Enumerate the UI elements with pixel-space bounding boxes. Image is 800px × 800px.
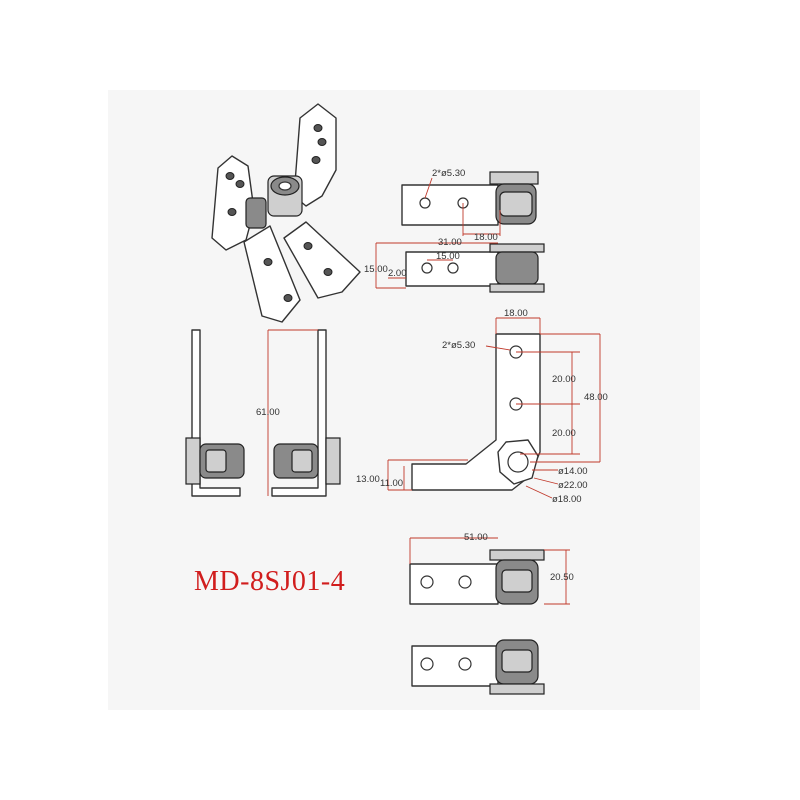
- dim-top-span: 18.00: [474, 232, 498, 243]
- dim-bottom-length: 51.00: [464, 532, 488, 543]
- dim-pivot-d2: ø22.00: [558, 480, 588, 491]
- dim-pivot-d1: ø14.00: [558, 466, 588, 477]
- top-view-2: [375, 242, 545, 293]
- dim-front-step: 11.00: [380, 478, 403, 489]
- front-view: [387, 317, 601, 499]
- dim-mid-pitch: 15.00: [436, 251, 460, 262]
- dim-front-holes: 2*ø5.30: [442, 340, 475, 351]
- top-view-1: [401, 171, 539, 236]
- dim-front-total: 48.00: [584, 392, 608, 403]
- dim-front-width: 18.00: [504, 308, 528, 319]
- dim-front-pitch-1: 20.00: [552, 374, 576, 385]
- dim-front-pitch-2: 20.00: [552, 428, 576, 439]
- dim-pivot-d3: ø18.00: [552, 494, 582, 505]
- dim-mid-offset: 2.00: [388, 268, 407, 279]
- dim-side-height: 61.00: [256, 407, 280, 418]
- dim-bottom-height: 20.50: [550, 572, 574, 583]
- dim-mid-height: 15.00: [364, 264, 388, 275]
- dim-mid-length: 31.00: [438, 237, 462, 248]
- side-view-right: [267, 329, 341, 497]
- dim-top-holes: 2*ø5.30: [432, 168, 465, 179]
- dim-front-base: 13.00: [356, 474, 380, 485]
- side-view-left: [185, 329, 245, 497]
- isometric-hinge-view: [211, 103, 361, 323]
- bottom-view-1: [409, 537, 570, 605]
- bottom-view-2: [411, 639, 545, 695]
- model-number-label: MD-8SJ01-4: [194, 566, 346, 597]
